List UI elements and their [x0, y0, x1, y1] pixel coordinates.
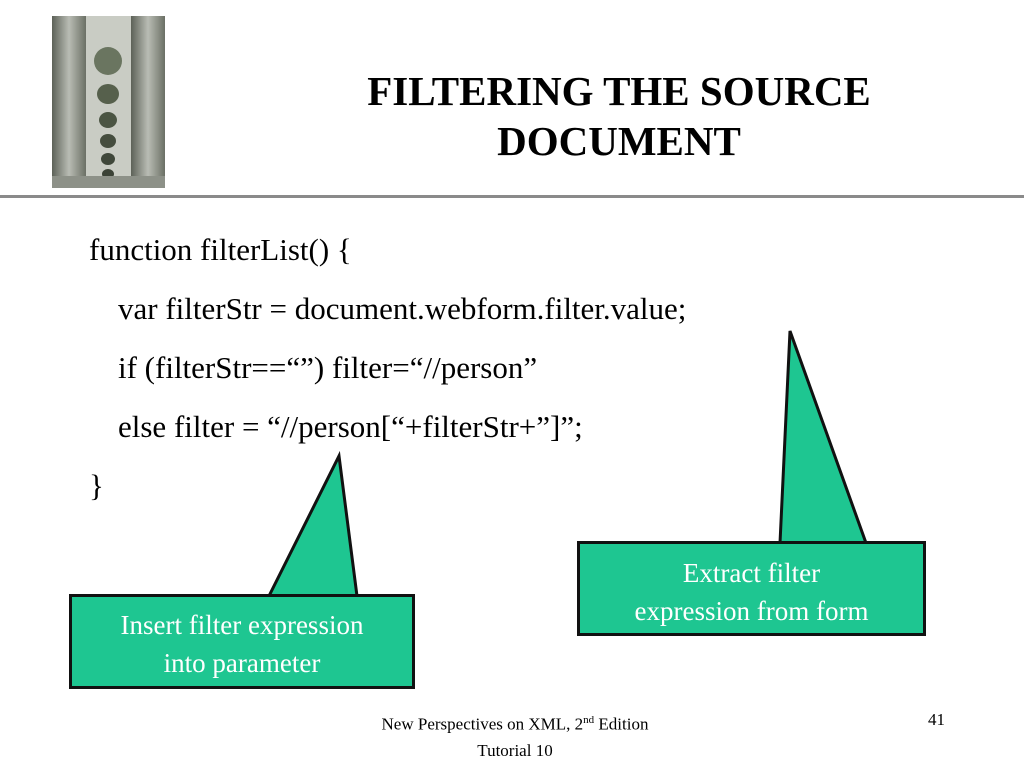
page-number: 41 — [928, 710, 945, 729]
code-line: else filter = “//person[“+filterStr+”]”; — [118, 409, 583, 444]
slide-title: FILTERING THE SOURCE DOCUMENT — [290, 66, 948, 166]
footer-edition: Edition — [594, 714, 649, 734]
right-callout-pointer — [778, 330, 869, 545]
title-divider — [0, 195, 1024, 198]
left-callout-pointer — [266, 450, 359, 598]
code-line: var filterStr = document.webform.filter.… — [118, 291, 687, 326]
code-line: if (filterStr==“”) filter=“//person” — [118, 350, 538, 385]
footer-book: New Perspectives on XML, 2 — [381, 714, 584, 734]
callout-right-line-2: expression from form — [634, 596, 869, 626]
footer-tutorial: Tutorial 10 — [477, 740, 553, 760]
footer-book-title: New Perspectives on XML, 2nd Edition — [320, 707, 710, 738]
title-line-2: DOCUMENT — [497, 118, 741, 164]
title-line-1: FILTERING THE SOURCE — [367, 68, 871, 114]
callout-left-line-1: Insert filter expression — [120, 610, 364, 640]
slide-footer: New Perspectives on XML, 2nd Edition Tut… — [320, 707, 710, 764]
bridge-photo — [52, 16, 165, 188]
code-line: function filterList() { — [89, 232, 352, 267]
callout-right-line-1: Extract filter — [682, 558, 821, 588]
code-line: } — [89, 468, 104, 503]
footer-superscript: nd — [583, 714, 595, 726]
callout-left-line-2: into parameter — [163, 648, 321, 678]
callout-insert-filter: Insert filter expression into parameter — [69, 594, 415, 689]
callout-extract-filter: Extract filter expression from form — [577, 541, 926, 636]
